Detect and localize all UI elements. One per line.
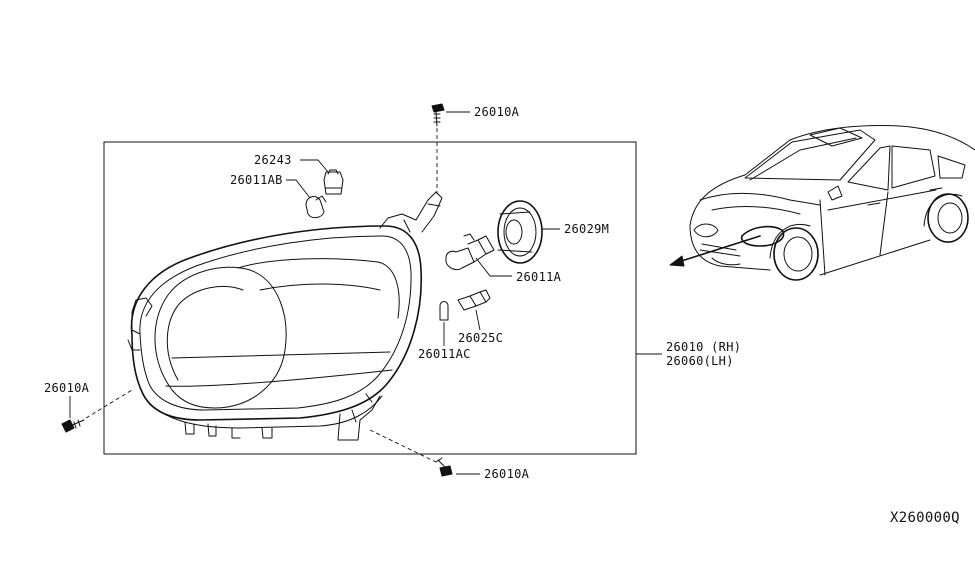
- label-bulb-wedge: 26011AC: [418, 347, 471, 361]
- label-bulb-small: 26011AB: [230, 173, 283, 187]
- assembly-frame: [103, 141, 637, 455]
- label-bulb-main: 26011A: [516, 270, 562, 284]
- label-bolt-top: 26010A: [474, 105, 520, 119]
- label-cap: 26029M: [564, 222, 609, 236]
- label-bolt-left: 26010A: [44, 381, 90, 395]
- bulb-26011AB[interactable]: [305, 195, 327, 219]
- leader-bulb-small: [286, 179, 311, 199]
- diagram-code: X260000Q: [890, 510, 960, 526]
- bolt-bottom[interactable]: [435, 457, 453, 477]
- headlamp-assembly[interactable]: [127, 191, 443, 441]
- cap-26029M[interactable]: [497, 200, 543, 264]
- leader-socket: [300, 159, 329, 173]
- label-socket: 26243: [254, 153, 292, 167]
- leader-socket-small: [475, 309, 481, 331]
- label-assembly-rh: 26010 (RH): [666, 340, 741, 354]
- bolt-top[interactable]: [431, 103, 445, 127]
- leader-bulb-main: [475, 257, 512, 277]
- dash-bolt-bottom: [369, 429, 437, 463]
- label-assembly-lh: 26060(LH): [666, 354, 734, 368]
- bulb-26011A[interactable]: [445, 233, 495, 271]
- socket-26243[interactable]: [323, 169, 344, 195]
- label-socket-small: 26025C: [458, 331, 503, 345]
- socket-26025C[interactable]: [457, 289, 491, 311]
- bolt-left[interactable]: [61, 419, 85, 433]
- vehicle-illustration: [669, 125, 975, 281]
- bulb-26011AC[interactable]: [439, 301, 449, 321]
- label-bolt-bottom: 26010A: [484, 467, 530, 481]
- dash-bolt-left: [85, 389, 133, 419]
